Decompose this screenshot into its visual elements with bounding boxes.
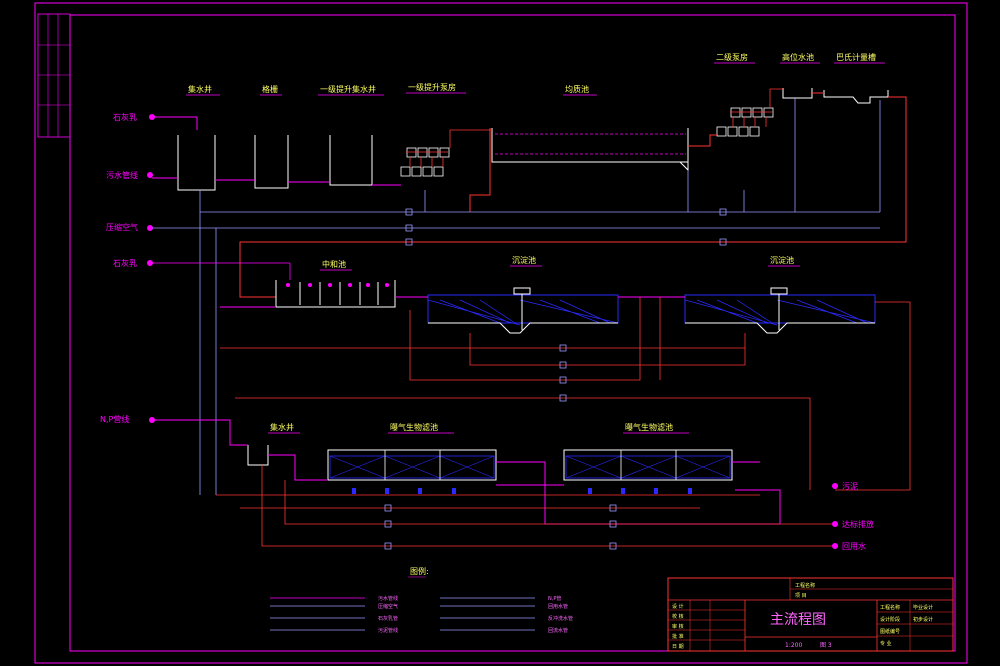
- legend-left-0: 污水管线: [378, 595, 398, 602]
- inlet-lime-milk-2-label: 石灰乳: [113, 258, 137, 268]
- out-discharge-label: 达标排放: [842, 519, 874, 529]
- inlet-compressed-air-label: 压缩空气: [106, 222, 138, 232]
- inlet-sewage-label: 污水管线: [106, 170, 138, 180]
- pump-room-1: [400, 147, 450, 177]
- legend-right-2: 反冲洗水管: [548, 615, 573, 622]
- label-underlines: [186, 62, 885, 434]
- sewage-main-middle: [220, 296, 685, 308]
- legend-right-1: 回用水管: [548, 603, 568, 610]
- title-block-header-1: 项 目: [795, 593, 807, 599]
- collection-well-label: 集水井: [188, 84, 212, 94]
- neutralization-tank: [275, 280, 396, 308]
- tb-cell-left-1: 校 核: [672, 613, 684, 620]
- primary-lift-pump-room-label: 一级提升泵房: [408, 82, 456, 92]
- baf-bottom-nozzles: [352, 488, 692, 494]
- tb-cell-right-0: 工程名称: [880, 604, 900, 611]
- legend-right-0: N,P管: [548, 595, 561, 602]
- out-reuse-label: 回用水: [842, 541, 866, 551]
- title-block-scale: 1:200: [785, 642, 802, 649]
- tb-cell-left-0: 设 计: [672, 603, 684, 610]
- title-block-sheet: 图 3: [820, 642, 832, 649]
- legend-right-3: 回流水管: [548, 627, 568, 634]
- equalization-tank-label: 均质池: [565, 84, 589, 94]
- title-block-title: 主流程图: [770, 612, 826, 628]
- bottom-return-lines: [216, 465, 835, 547]
- out-sludge-label: 污泥: [842, 481, 858, 491]
- top-row-tanks: [177, 88, 889, 191]
- sedimentation-tank-1-label: 沉淀池: [512, 255, 536, 265]
- secondary-pump-room-label: 二级泵房: [716, 52, 748, 62]
- outlet-labels: 污泥 达标排放 回用水: [842, 481, 874, 551]
- inlet-lime-milk-1-label: 石灰乳: [113, 112, 137, 122]
- tb-cell-left-2: 审 核: [672, 623, 684, 630]
- sewage-main-top: [152, 116, 401, 186]
- neutralization-tank-label: 中和池: [322, 259, 346, 269]
- inlet-np-label: N,P营线: [100, 414, 129, 424]
- lime-line: [152, 262, 291, 280]
- legend-left-2: 石灰乳管: [378, 615, 398, 622]
- baf-1-label: 曝气生物滤池: [390, 422, 438, 432]
- grit-chamber-label: 格栅: [262, 84, 278, 94]
- sludge-lines-middle: [220, 297, 911, 491]
- equalization-water-levels: [495, 133, 686, 155]
- air-lines: [152, 98, 881, 495]
- tb-cell-left-4: 日 期: [672, 644, 684, 650]
- title-block: 主流程图 1:200 图 3 工程名称 项 目 设 计 校 核 审 核 批 准 …: [667, 577, 954, 652]
- primary-lift-well-label: 一级提升集水井: [320, 84, 376, 94]
- high-level-tank-label: 高位水池: [782, 52, 814, 62]
- tb-cell-right-1: 设计阶段: [880, 616, 900, 623]
- neutralization-level-marks: [286, 283, 389, 287]
- inlet-labels: 石灰乳 污水管线 压缩空气 石灰乳 N,P营线: [100, 112, 138, 424]
- baf-2: [563, 449, 733, 481]
- sewage-return-top: [239, 92, 907, 298]
- drawing-frame: [34, 2, 968, 664]
- sedimentation-tank-2-label: 沉淀池: [770, 255, 794, 265]
- sedimentation-tank-1: [427, 287, 619, 334]
- tb-cell-right-3: 专 业: [880, 640, 892, 647]
- legend-left-1: 压缩空气: [378, 603, 398, 610]
- outlet-nodes: [832, 483, 838, 549]
- wet-well-label: 集水井: [270, 422, 294, 432]
- tank-labels: 集水井 格栅 一级提升集水井 一级提升泵房 均质池 二级泵房 高位水池 巴氏计量…: [188, 52, 876, 432]
- tb-cell-right-2: 图纸编号: [880, 628, 900, 635]
- baf-1: [327, 449, 497, 481]
- tb-value-right-0: 毕业设计: [913, 604, 933, 611]
- valve-marks: [384, 208, 727, 550]
- flow-meter-weir-label: 巴氏计量槽: [836, 52, 876, 62]
- legend-left-3: 污泥管线: [378, 627, 398, 634]
- pump-room-piping: [406, 88, 783, 167]
- title-block-header-0: 工程名称: [795, 582, 815, 589]
- legend: 图例: 污水管线 压缩空气 石灰乳管 污泥管线 N,P管 回用水管 反冲洗水管 …: [270, 566, 573, 634]
- sedimentation-tank-2: [684, 287, 876, 334]
- inlet-nodes: [147, 114, 155, 423]
- tb-value-right-1: 初步设计: [913, 616, 933, 623]
- tb-cell-left-3: 批 准: [672, 633, 684, 640]
- legend-title: 图例:: [410, 566, 429, 576]
- baf-2-label: 曝气生物滤池: [625, 422, 673, 432]
- wet-well: [247, 445, 269, 466]
- pump-room-2: [716, 107, 774, 137]
